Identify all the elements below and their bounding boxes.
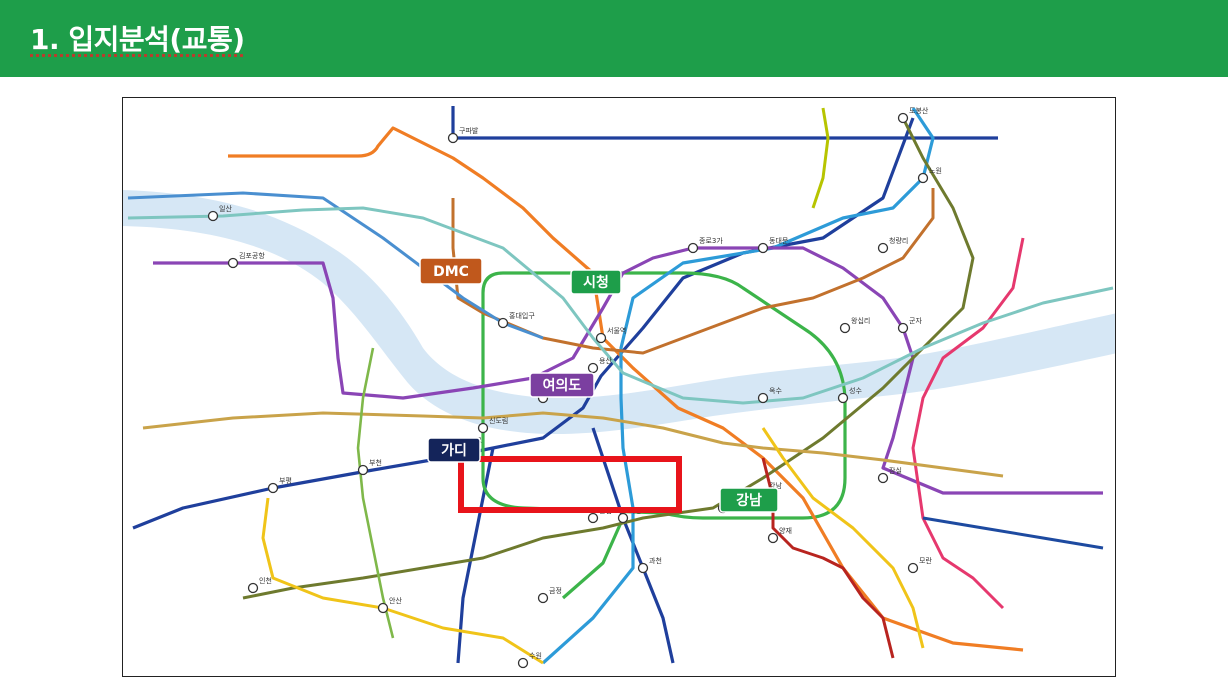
station-label: 잠실 [889, 466, 902, 475]
station-gupabal: 구파발 [447, 126, 479, 144]
station-dongdaemun: 동대문 [757, 237, 789, 254]
station-label: 부천 [369, 458, 382, 467]
station-suwon: 수원 [517, 651, 542, 669]
station-label: 금정 [549, 586, 562, 595]
station-label: 도봉산 [909, 106, 929, 115]
station-label: 김포공항 [239, 251, 265, 260]
han-river [123, 190, 1115, 435]
station-ilsan: 일산 [207, 204, 232, 222]
station-label: 동대문 [769, 237, 789, 245]
station-bucheon: 부천 [357, 458, 382, 476]
station-label: 안산 [389, 596, 402, 605]
svg-text:강남: 강남 [736, 492, 762, 509]
airport-track [127, 191, 544, 340]
station-jamsil: 잠실 [877, 466, 902, 484]
page-title: 1. 입지분석(교통) [30, 23, 245, 56]
station-ansan: 안산 [377, 596, 402, 614]
line8-track [911, 237, 1025, 610]
station-markers: 서울역여의도신도림강남잠실홍대입구왕십리사당교대노원김포공항수원인천부평동대문종… [207, 106, 942, 669]
svg-text:여의도: 여의도 [543, 377, 582, 394]
station-label: 용산 [599, 356, 612, 365]
station-label: 노원 [929, 166, 942, 175]
highlight-box [458, 456, 682, 513]
line6-track [451, 188, 935, 355]
gyeonggang-track [922, 516, 1104, 550]
station-cheongnyangni: 청량리 [877, 236, 908, 254]
sinbundang-track [761, 457, 895, 659]
station-gwacheon: 과천 [637, 556, 662, 574]
station-gunja: 군자 [897, 316, 922, 334]
station-seongsu: 성수 [837, 386, 862, 404]
station-label: 신도림 [489, 416, 508, 425]
ui-track [811, 107, 830, 209]
station-label: 옥수 [769, 387, 782, 395]
line2-track [481, 271, 847, 600]
suin-track [261, 427, 925, 665]
station-label: 서울역 [607, 326, 626, 335]
station-label: 강남 [769, 481, 782, 490]
station-yangjae: 양재 [767, 527, 792, 544]
station-geumjeong: 금정 [537, 586, 562, 604]
line4-track [541, 107, 935, 665]
station-label: 일산 [219, 204, 232, 213]
station-bupyeong: 부평 [267, 476, 292, 494]
svg-text:DMC: DMC [433, 264, 469, 280]
label-gadi: 가디 [427, 437, 481, 463]
station-label: 성수 [849, 386, 862, 395]
seohae-track [356, 347, 395, 639]
station-label: 양재 [779, 527, 792, 535]
station-label: 인천 [259, 576, 272, 585]
station-label: 청량리 [889, 236, 908, 245]
station-moran: 모란 [907, 557, 932, 574]
station-label: 과천 [649, 556, 662, 565]
station-yongsan: 용산 [587, 356, 612, 374]
station-wangsimni: 왕십리 [839, 316, 870, 334]
subway-map: 서울역여의도신도림강남잠실홍대입구왕십리사당교대노원김포공항수원인천부평동대문종… [122, 97, 1116, 677]
station-label: 종로3가 [699, 236, 723, 245]
station-hongdae: 홍대입구 [497, 311, 535, 329]
gyeongui-track [127, 206, 1114, 405]
station-label: 홍대입구 [509, 311, 535, 320]
station-oksu: 옥수 [757, 387, 782, 404]
station-sindorim: 신도림 [477, 416, 508, 434]
station-label: 군자 [909, 316, 922, 325]
label-dmc: DMC [419, 257, 483, 285]
station-label: 모란 [919, 557, 932, 565]
station-incheon: 인천 [247, 576, 272, 594]
station-label: 수원 [529, 651, 542, 660]
station-label: 부평 [279, 476, 292, 485]
line9-track [142, 411, 1004, 478]
svg-text:가디: 가디 [441, 443, 467, 459]
header-bar: 1. 입지분석(교통) [0, 0, 1228, 77]
station-jongno3: 종로3가 [687, 236, 723, 254]
label-yeouido: 여의도 [529, 372, 595, 398]
station-label: 구파발 [459, 126, 479, 135]
station-nowon: 노원 [917, 166, 942, 184]
svg-text:시청: 시청 [583, 275, 609, 291]
station-gimpo: 김포공항 [227, 251, 265, 269]
line3-track [228, 126, 1024, 652]
label-gangnam: 강남 [719, 487, 779, 513]
label-cityhall: 시청 [570, 269, 622, 295]
station-dobong: 도봉산 [897, 106, 929, 124]
station-seoulstation: 서울역 [595, 326, 626, 344]
station-label: 왕십리 [851, 316, 870, 325]
